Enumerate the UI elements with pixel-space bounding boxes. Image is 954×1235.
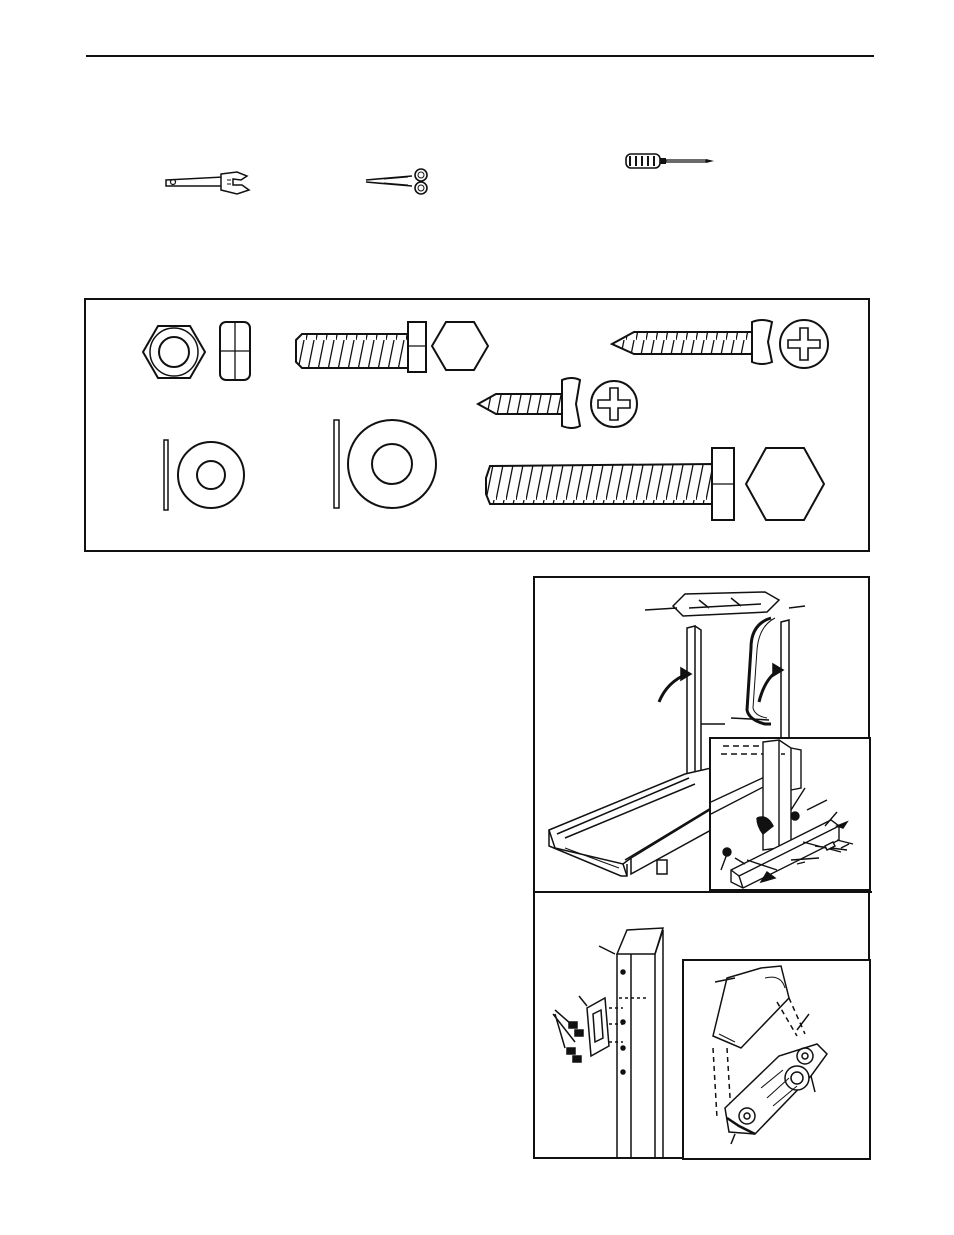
instruction-column (86, 580, 516, 1155)
bracket-diagram-icon (553, 928, 663, 1158)
phillips-screw-icon (612, 320, 828, 368)
washer-icon (334, 420, 436, 508)
header-rule (86, 55, 874, 57)
hardware-identification-chart (84, 298, 870, 552)
console-diagram-icon (683, 960, 870, 1159)
scissors-icon (364, 168, 434, 196)
hex-nut-icon (143, 320, 250, 384)
base-detail-icon (710, 738, 870, 890)
phillips-screw-icon (478, 378, 637, 428)
hex-bolt-icon (486, 448, 824, 520)
wrench-icon (163, 170, 253, 196)
screwdriver-icon (624, 151, 720, 171)
hex-bolt-icon (296, 322, 488, 372)
assembly-figure-panel (533, 576, 870, 1159)
washer-icon (164, 440, 244, 510)
